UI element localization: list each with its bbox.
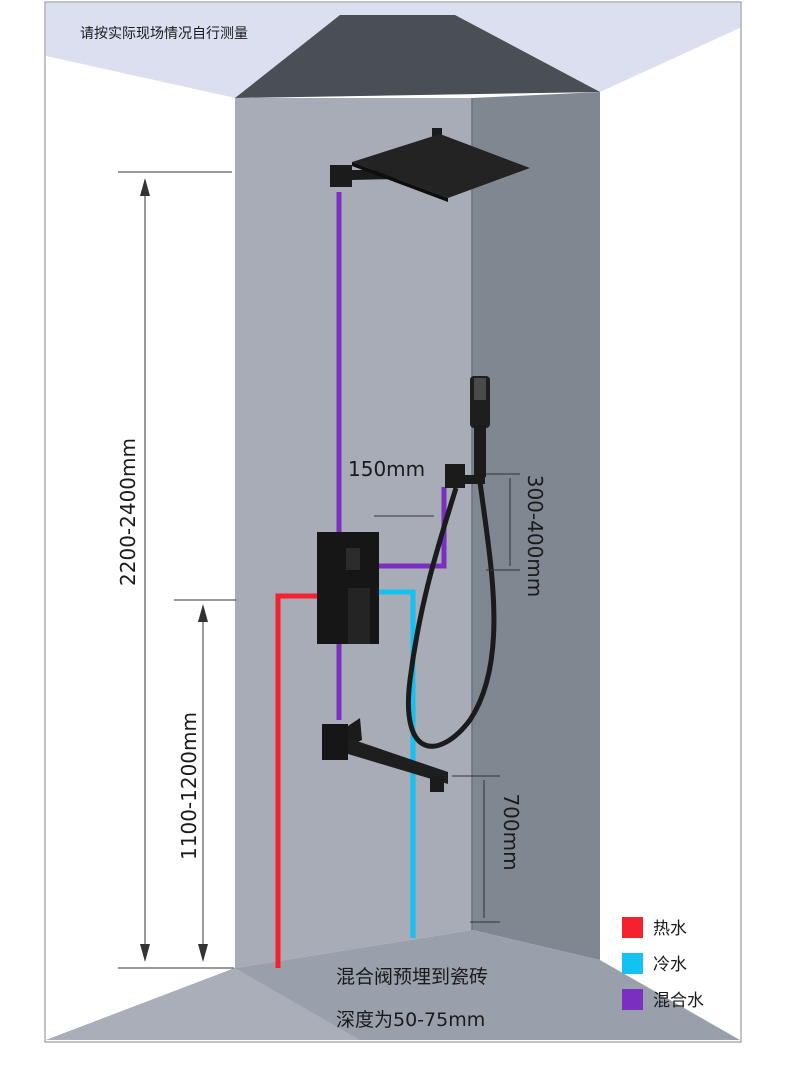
spout-height-label: 700mm <box>499 793 523 870</box>
ceiling-opening <box>235 15 600 98</box>
back-wall-right-panel <box>472 92 600 960</box>
shower-head <box>330 128 530 202</box>
handshower-range-label: 300-400mm <box>523 475 547 598</box>
legend-label-mixed: 混合水 <box>653 991 704 1011</box>
tub-spout <box>322 718 448 792</box>
dim-arrow-up <box>198 604 208 622</box>
handshower-offset-label: 150mm <box>348 457 425 481</box>
total-height-label: 2200-2400mm <box>116 438 140 586</box>
cold-water-pipe <box>378 589 416 938</box>
legend-swatch-mixed <box>622 989 643 1010</box>
legend: 热水 冷水 混合水 <box>622 917 704 1011</box>
floor-left-shade <box>46 968 360 1040</box>
mixing-valve: H C <box>317 532 379 644</box>
legend-label-cold: 冷水 <box>653 955 687 975</box>
dim-arrow-down <box>198 944 208 962</box>
hand-shower <box>406 376 497 749</box>
shower-hose <box>406 481 497 749</box>
right-wall <box>600 28 740 1040</box>
caption-line-2: 深度为50-75mm <box>336 1009 485 1031</box>
hot-mark: H <box>326 578 331 586</box>
legend-label-hot: 热水 <box>653 919 687 939</box>
mixed-water-pipe-handshower <box>378 487 447 569</box>
measurement-note: 请按实际现场情况自行测量 <box>80 26 248 42</box>
legend-swatch-cold <box>622 953 643 974</box>
dim-arrow-up <box>140 178 150 196</box>
hot-water-pipe <box>275 593 318 968</box>
cold-mark: C <box>368 578 373 586</box>
caption-line-1: 混合阀预埋到瓷砖 <box>336 966 488 988</box>
dim-arrow-down <box>140 944 150 962</box>
legend-swatch-hot <box>622 917 643 938</box>
left-wall <box>46 56 235 1040</box>
valve-height-label: 1100-1200mm <box>177 712 201 860</box>
